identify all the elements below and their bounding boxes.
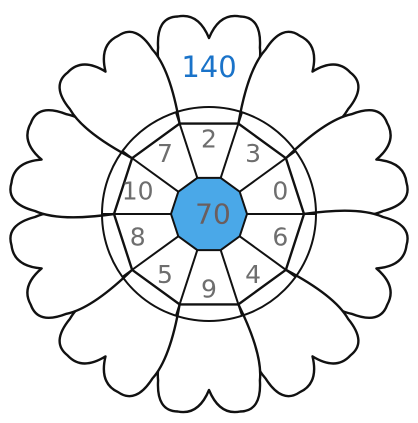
center-group: 70: [171, 178, 247, 250]
ring-number-10: 7: [157, 139, 173, 168]
petal-answer-1: 140: [181, 50, 236, 84]
center-number: 70: [195, 198, 231, 231]
ring-number-5: 4: [245, 260, 261, 289]
petal-answers-group: 140: [181, 50, 236, 84]
ring-number-4: 6: [272, 223, 288, 252]
ring-number-1: 2: [201, 125, 217, 154]
ring-number-7: 5: [157, 260, 173, 289]
ring-number-9: 10: [122, 176, 154, 205]
ring-number-8: 8: [130, 223, 146, 252]
ring-number-6: 9: [201, 275, 217, 304]
ring-number-2: 3: [245, 139, 261, 168]
ring-number-3: 0: [272, 176, 288, 205]
